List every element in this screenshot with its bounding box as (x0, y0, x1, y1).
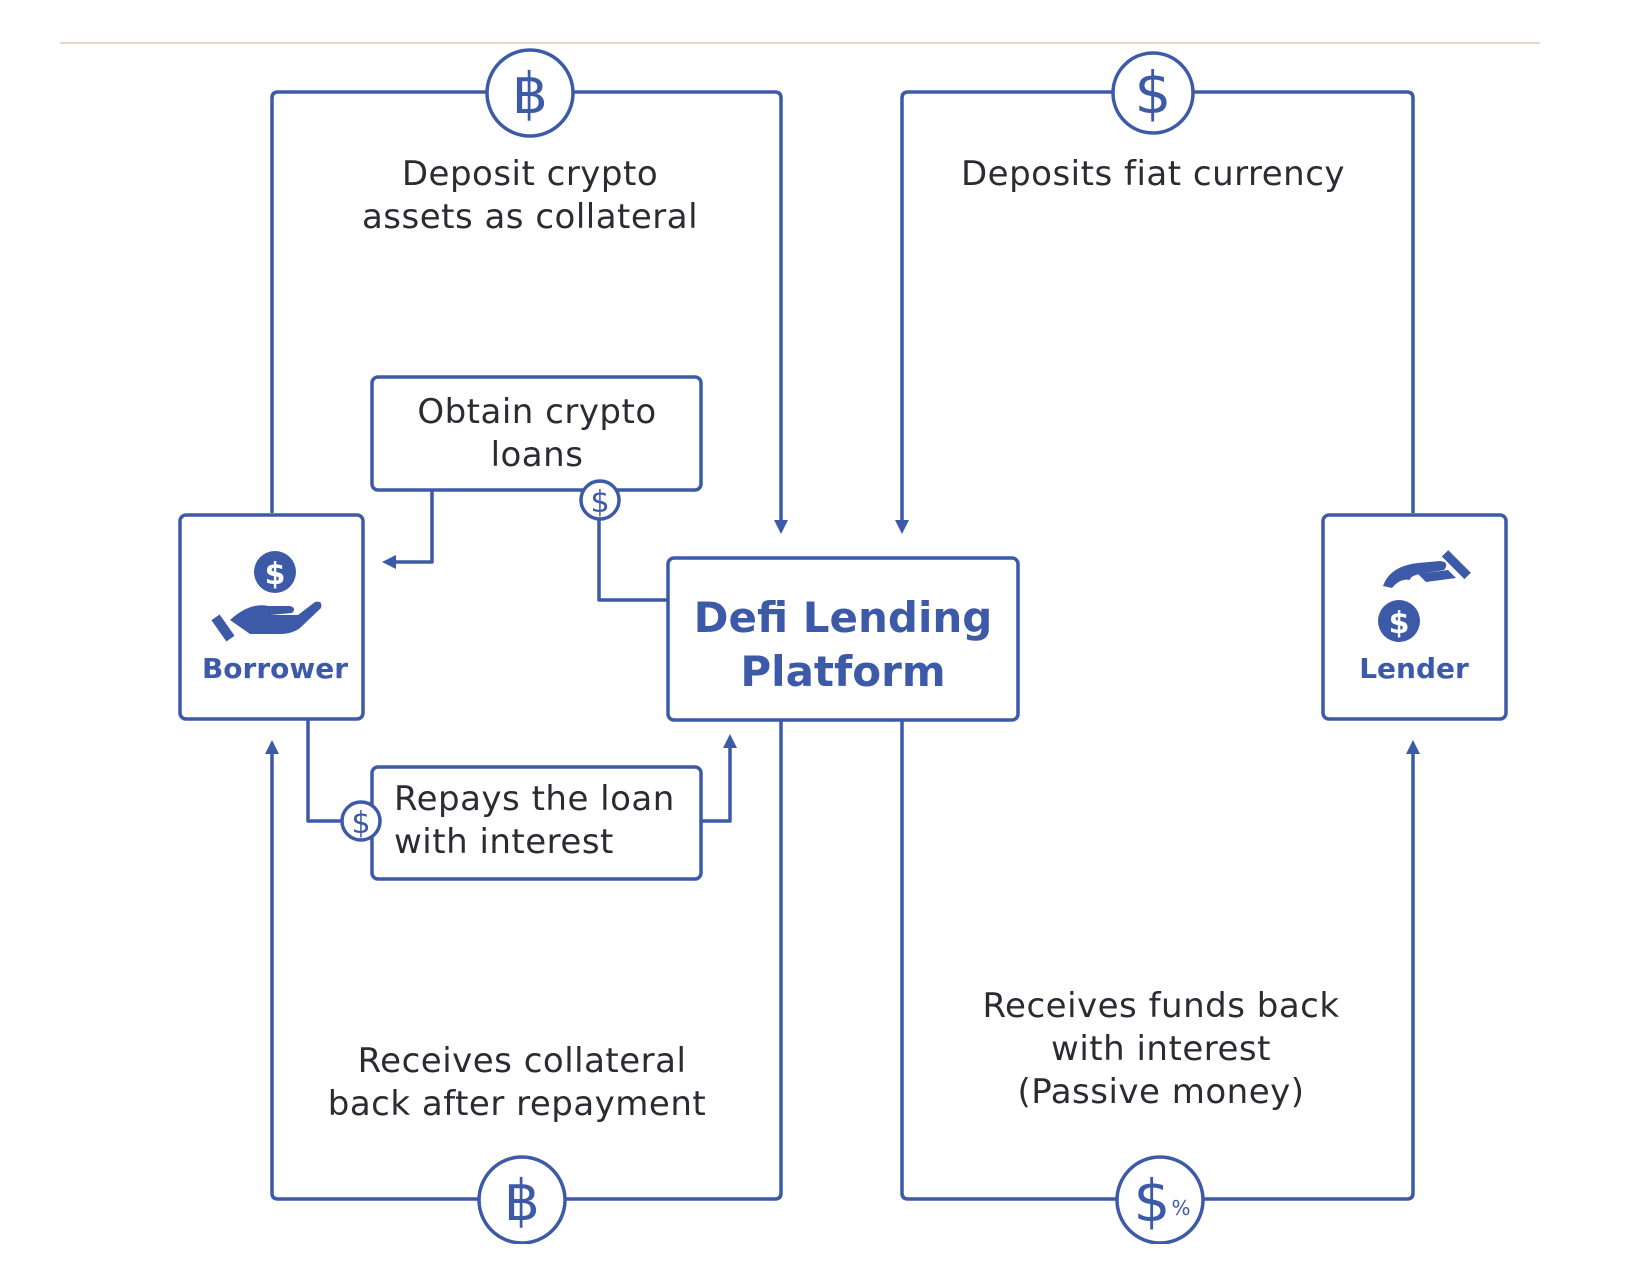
arrowhead-receive-collateral (265, 740, 279, 754)
deposit-crypto-line2: assets as collateral (362, 197, 698, 237)
obtain-loans-box: Obtain crypto loans (370, 375, 703, 492)
receive-collateral-line2: back after repayment (328, 1084, 706, 1124)
dollar-icon: $ (590, 485, 609, 520)
obtain-loans-line2: loans (491, 435, 584, 475)
borrower-label: Borrower (202, 652, 348, 685)
platform-node: Defi Lending Platform (666, 556, 1020, 722)
percent-icon: % (1171, 1196, 1190, 1220)
arrowhead-deposit-crypto (774, 520, 788, 534)
arrowhead-receive-funds (1406, 740, 1420, 754)
bottom-crop (0, 1244, 1652, 1282)
bitcoin-icon: ฿ (504, 1169, 540, 1234)
receive-collateral-line1: Receives collateral (358, 1041, 687, 1081)
arrowhead-obtain-to-borrower (382, 555, 396, 569)
repay-loan-box: Repays the loan with interest (370, 765, 703, 881)
receive-funds-line2: with interest (1051, 1029, 1271, 1069)
lender-node: $ Lender (1321, 513, 1508, 721)
arrowhead-repay-to-platform (723, 734, 737, 748)
bitcoin-bottom-badge: ฿ (477, 1155, 567, 1245)
dollar-percent-bottom-badge: $ % (1115, 1155, 1205, 1245)
platform-title-line1: Defi Lending (694, 593, 993, 642)
bitcoin-icon: ฿ (512, 62, 548, 127)
repay-dollar-badge: $ (340, 800, 382, 842)
svg-text:$: $ (265, 557, 286, 592)
flow-platform-to-obtain (597, 500, 667, 602)
flow-receive-funds (900, 718, 1415, 1201)
hand-receiving-coin-icon: $ (211, 551, 322, 642)
repay-loan-line2: with interest (394, 822, 614, 862)
dollar-icon: $ (1135, 59, 1172, 127)
flow-repay-to-platform (700, 746, 732, 823)
receive-funds-line3: (Passive money) (1017, 1072, 1304, 1112)
flow-borrower-to-repay (306, 718, 345, 823)
receive-funds-line1: Receives funds back (982, 986, 1339, 1026)
svg-text:$: $ (1389, 606, 1410, 641)
flow-obtain-to-borrower (396, 489, 434, 564)
obtain-dollar-badge: $ (579, 479, 621, 521)
deposit-crypto-line1: Deposit crypto (402, 154, 658, 194)
platform-title-line2: Platform (740, 647, 945, 696)
bitcoin-top-badge: ฿ (485, 48, 575, 138)
arrowhead-deposit-fiat (895, 520, 909, 534)
dollar-icon: $ (351, 806, 370, 841)
obtain-loans-line1: Obtain crypto (417, 392, 656, 432)
lender-label: Lender (1359, 652, 1469, 685)
dollar-top-badge: $ (1111, 51, 1195, 135)
dollar-icon: $ (1134, 1167, 1171, 1235)
repay-loan-line1: Repays the loan (394, 779, 675, 819)
hand-giving-coin-icon: $ (1378, 550, 1471, 642)
deposit-fiat-label: Deposits fiat currency (961, 154, 1345, 194)
borrower-node: $ Borrower (178, 513, 365, 721)
